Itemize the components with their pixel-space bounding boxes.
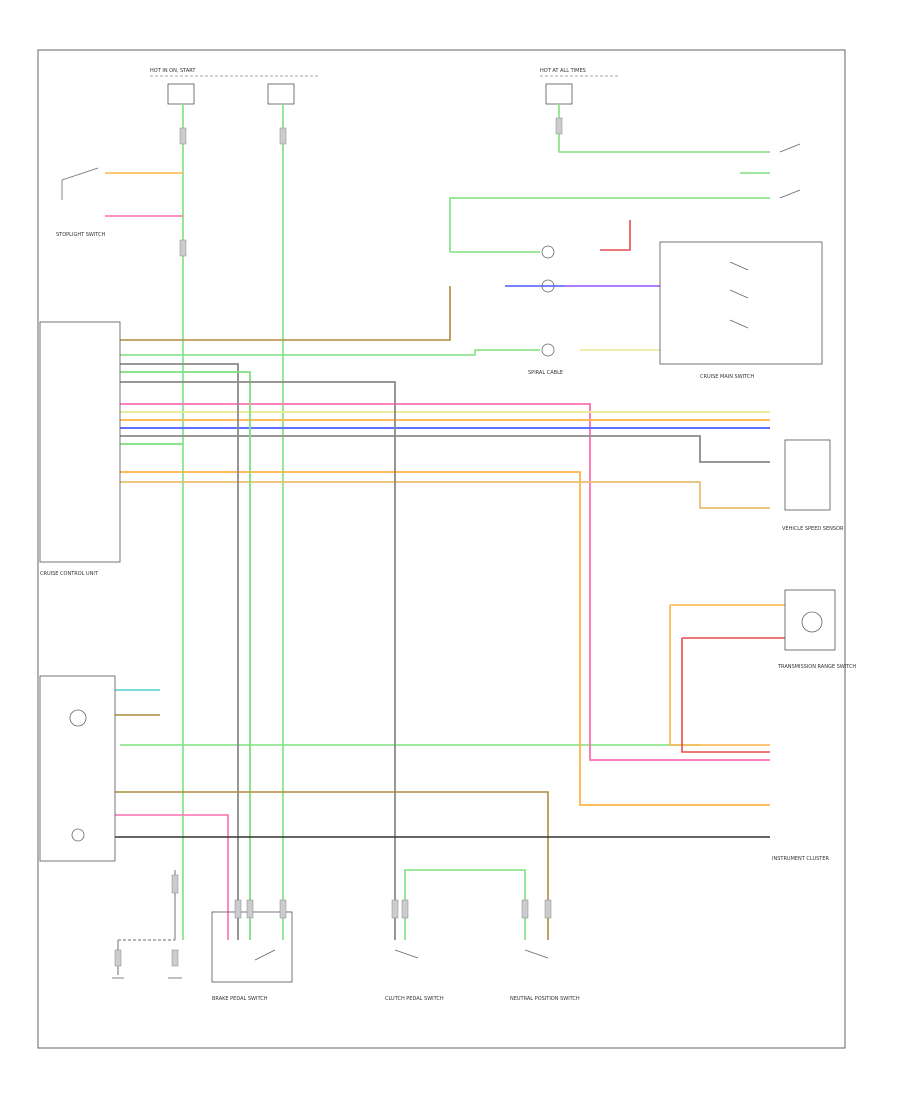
control-unit-wires (120, 363, 770, 940)
brake-switch-label: BRAKE PEDAL SWITCH (212, 996, 268, 1002)
lamp-icon (69, 245, 823, 842)
cluster-label: INSTRUMENT CLUSTER (772, 856, 830, 862)
stoplight-wires (105, 172, 183, 217)
spiral-cable-label: SPIRAL CABLE (528, 370, 563, 376)
transmission-switch-box (784, 589, 836, 651)
control-unit-label: CRUISE CONTROL UNIT (40, 571, 99, 577)
brake-switch-box (211, 911, 293, 983)
combo-switch-box (39, 675, 116, 862)
switch-icon (61, 143, 801, 961)
cruise-control-unit (39, 321, 121, 563)
vss-box (784, 439, 831, 511)
fuse-block-left (150, 75, 320, 105)
connector-icon (114, 117, 563, 967)
transmission-label: TRANSMISSION RANGE SWITCH (777, 664, 856, 670)
fuse-right-label: HOT AT ALL TIMES (540, 68, 586, 74)
trans-switch-wires (669, 604, 785, 753)
ground-wires (117, 870, 176, 975)
main-switch-box (659, 241, 823, 365)
main-switch-label: CRUISE MAIN SWITCH (700, 374, 754, 380)
green-wires (120, 104, 770, 940)
neutral-switch-label: NEUTRAL POSITION SWITCH (510, 996, 580, 1002)
main-switch-wires (505, 220, 660, 351)
fuse-block-right (540, 75, 620, 105)
fuse-left-label: HOT IN ON, START (150, 68, 196, 74)
combo-switch-wires (115, 689, 770, 940)
clutch-switch-label: CLUTCH PEDAL SWITCH (385, 996, 444, 1002)
stoplight-switch-label: STOPLIGHT SWITCH (56, 232, 106, 238)
vss-label: VEHICLE SPEED SENSOR (782, 526, 844, 532)
diagram-frame (37, 49, 846, 1049)
